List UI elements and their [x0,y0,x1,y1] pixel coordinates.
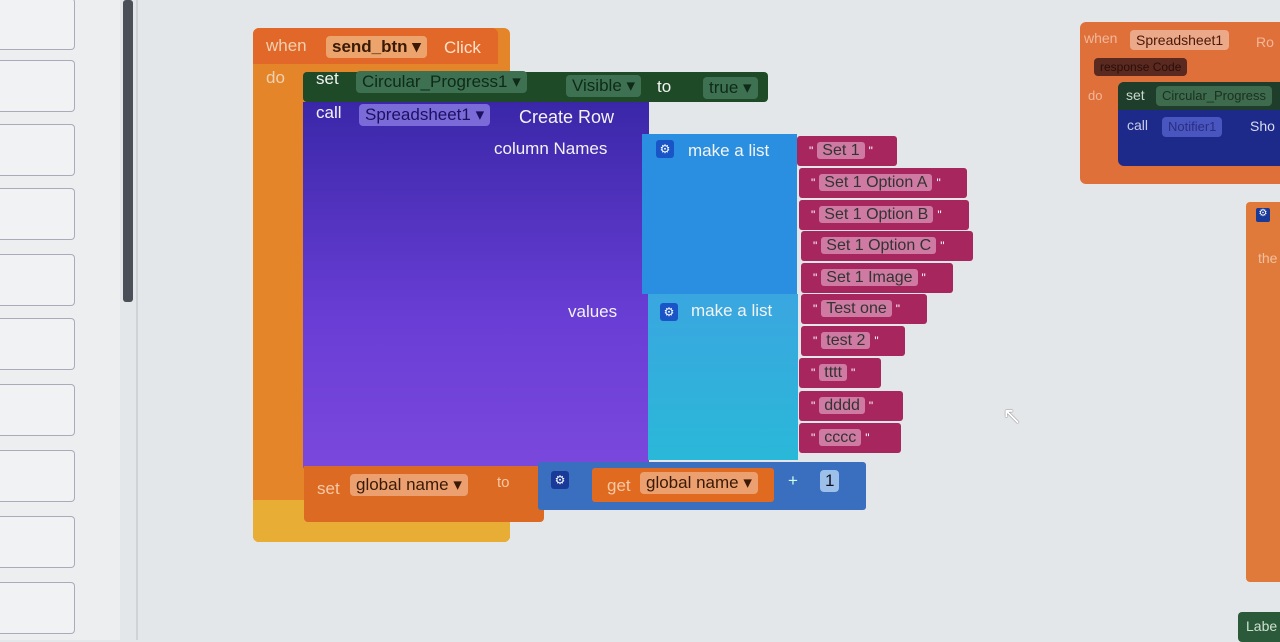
property-dropdown[interactable]: Visible ▾ [566,75,642,97]
boolean-dropdown[interactable]: true ▾ [703,77,758,99]
do-label: do [1088,88,1103,103]
component-dropdown[interactable]: Circular_Progress1 ▾ [356,71,527,93]
string-block[interactable]: "Set 1 Option A" [799,168,967,198]
sidebar-item[interactable] [0,188,75,240]
string-block[interactable]: "dddd" [799,391,903,421]
get-label: get [607,476,631,495]
to-label: to [657,77,672,96]
number-field[interactable]: 1 [820,470,840,492]
string-block[interactable]: "Set 1 Option C" [801,231,973,261]
component-dropdown[interactable]: Notifier1 [1162,117,1223,137]
sidebar-item[interactable] [0,450,75,502]
call-label: call [1127,117,1149,133]
gear-icon[interactable]: ⚙ [1256,208,1270,222]
sidebar-item[interactable] [0,516,75,568]
component-dropdown[interactable]: Spreadsheet1 [1130,30,1230,50]
mouse-cursor-icon: ↖ [1002,403,1023,430]
workspace-border [136,0,138,640]
sidebar-item[interactable] [0,60,75,112]
make-list-label: make a list [688,141,770,160]
when-label: when [1084,30,1118,46]
sidebar-item[interactable] [0,384,75,436]
string-block[interactable]: "Set 1" [797,136,897,166]
create-row-call-block[interactable] [303,102,649,470]
do-label: do [266,68,285,87]
variable-dropdown[interactable]: global name ▾ [350,474,468,496]
set-label: set [1126,87,1145,103]
label-block-text: Labe [1246,618,1278,634]
component-sidebar [0,0,120,640]
sidebar-item[interactable] [0,254,75,306]
component-dropdown[interactable]: send_btn ▾ [326,36,427,58]
variable-dropdown[interactable]: global name ▾ [640,472,758,494]
component-dropdown[interactable]: Spreadsheet1 ▾ [359,104,491,126]
operator-label: + [788,471,798,490]
event-name: Ro [1256,34,1274,50]
string-block[interactable]: "cccc" [799,423,901,453]
make-list-block[interactable] [648,294,798,460]
values-label: values [568,302,618,321]
column-names-label: column Names [494,139,608,158]
method-name: Create Row [519,107,615,127]
string-block[interactable]: "test 2" [801,326,905,356]
string-block[interactable]: "Test one" [801,294,927,324]
component-dropdown[interactable]: Circular_Progress [1156,86,1273,106]
string-block[interactable]: "tttt" [799,358,881,388]
parameter[interactable]: response Code [1094,58,1188,76]
then-label: the [1258,250,1278,266]
sidebar-scrollbar[interactable] [123,0,133,302]
gear-icon[interactable]: ⚙ [656,140,674,158]
sidebar-item[interactable] [0,0,75,50]
gear-icon[interactable]: ⚙ [551,471,569,489]
string-block[interactable]: "Set 1 Option B" [799,200,969,230]
make-list-label: make a list [691,301,773,320]
to-label: to [497,474,510,491]
sidebar-item[interactable] [0,582,75,634]
sidebar-item[interactable] [0,124,75,176]
when-label: when [266,36,307,55]
method-name: Sho [1250,118,1275,134]
set-label: set [317,479,340,498]
call-label: call [316,103,342,122]
make-list-block[interactable] [642,134,797,294]
gear-icon[interactable]: ⚙ [660,303,678,321]
string-block[interactable]: "Set 1 Image" [801,263,953,293]
sidebar-item[interactable] [0,318,75,370]
partial-block-right-edge[interactable] [1246,202,1280,582]
set-label: set [316,69,339,88]
event-name: Click [444,38,481,57]
